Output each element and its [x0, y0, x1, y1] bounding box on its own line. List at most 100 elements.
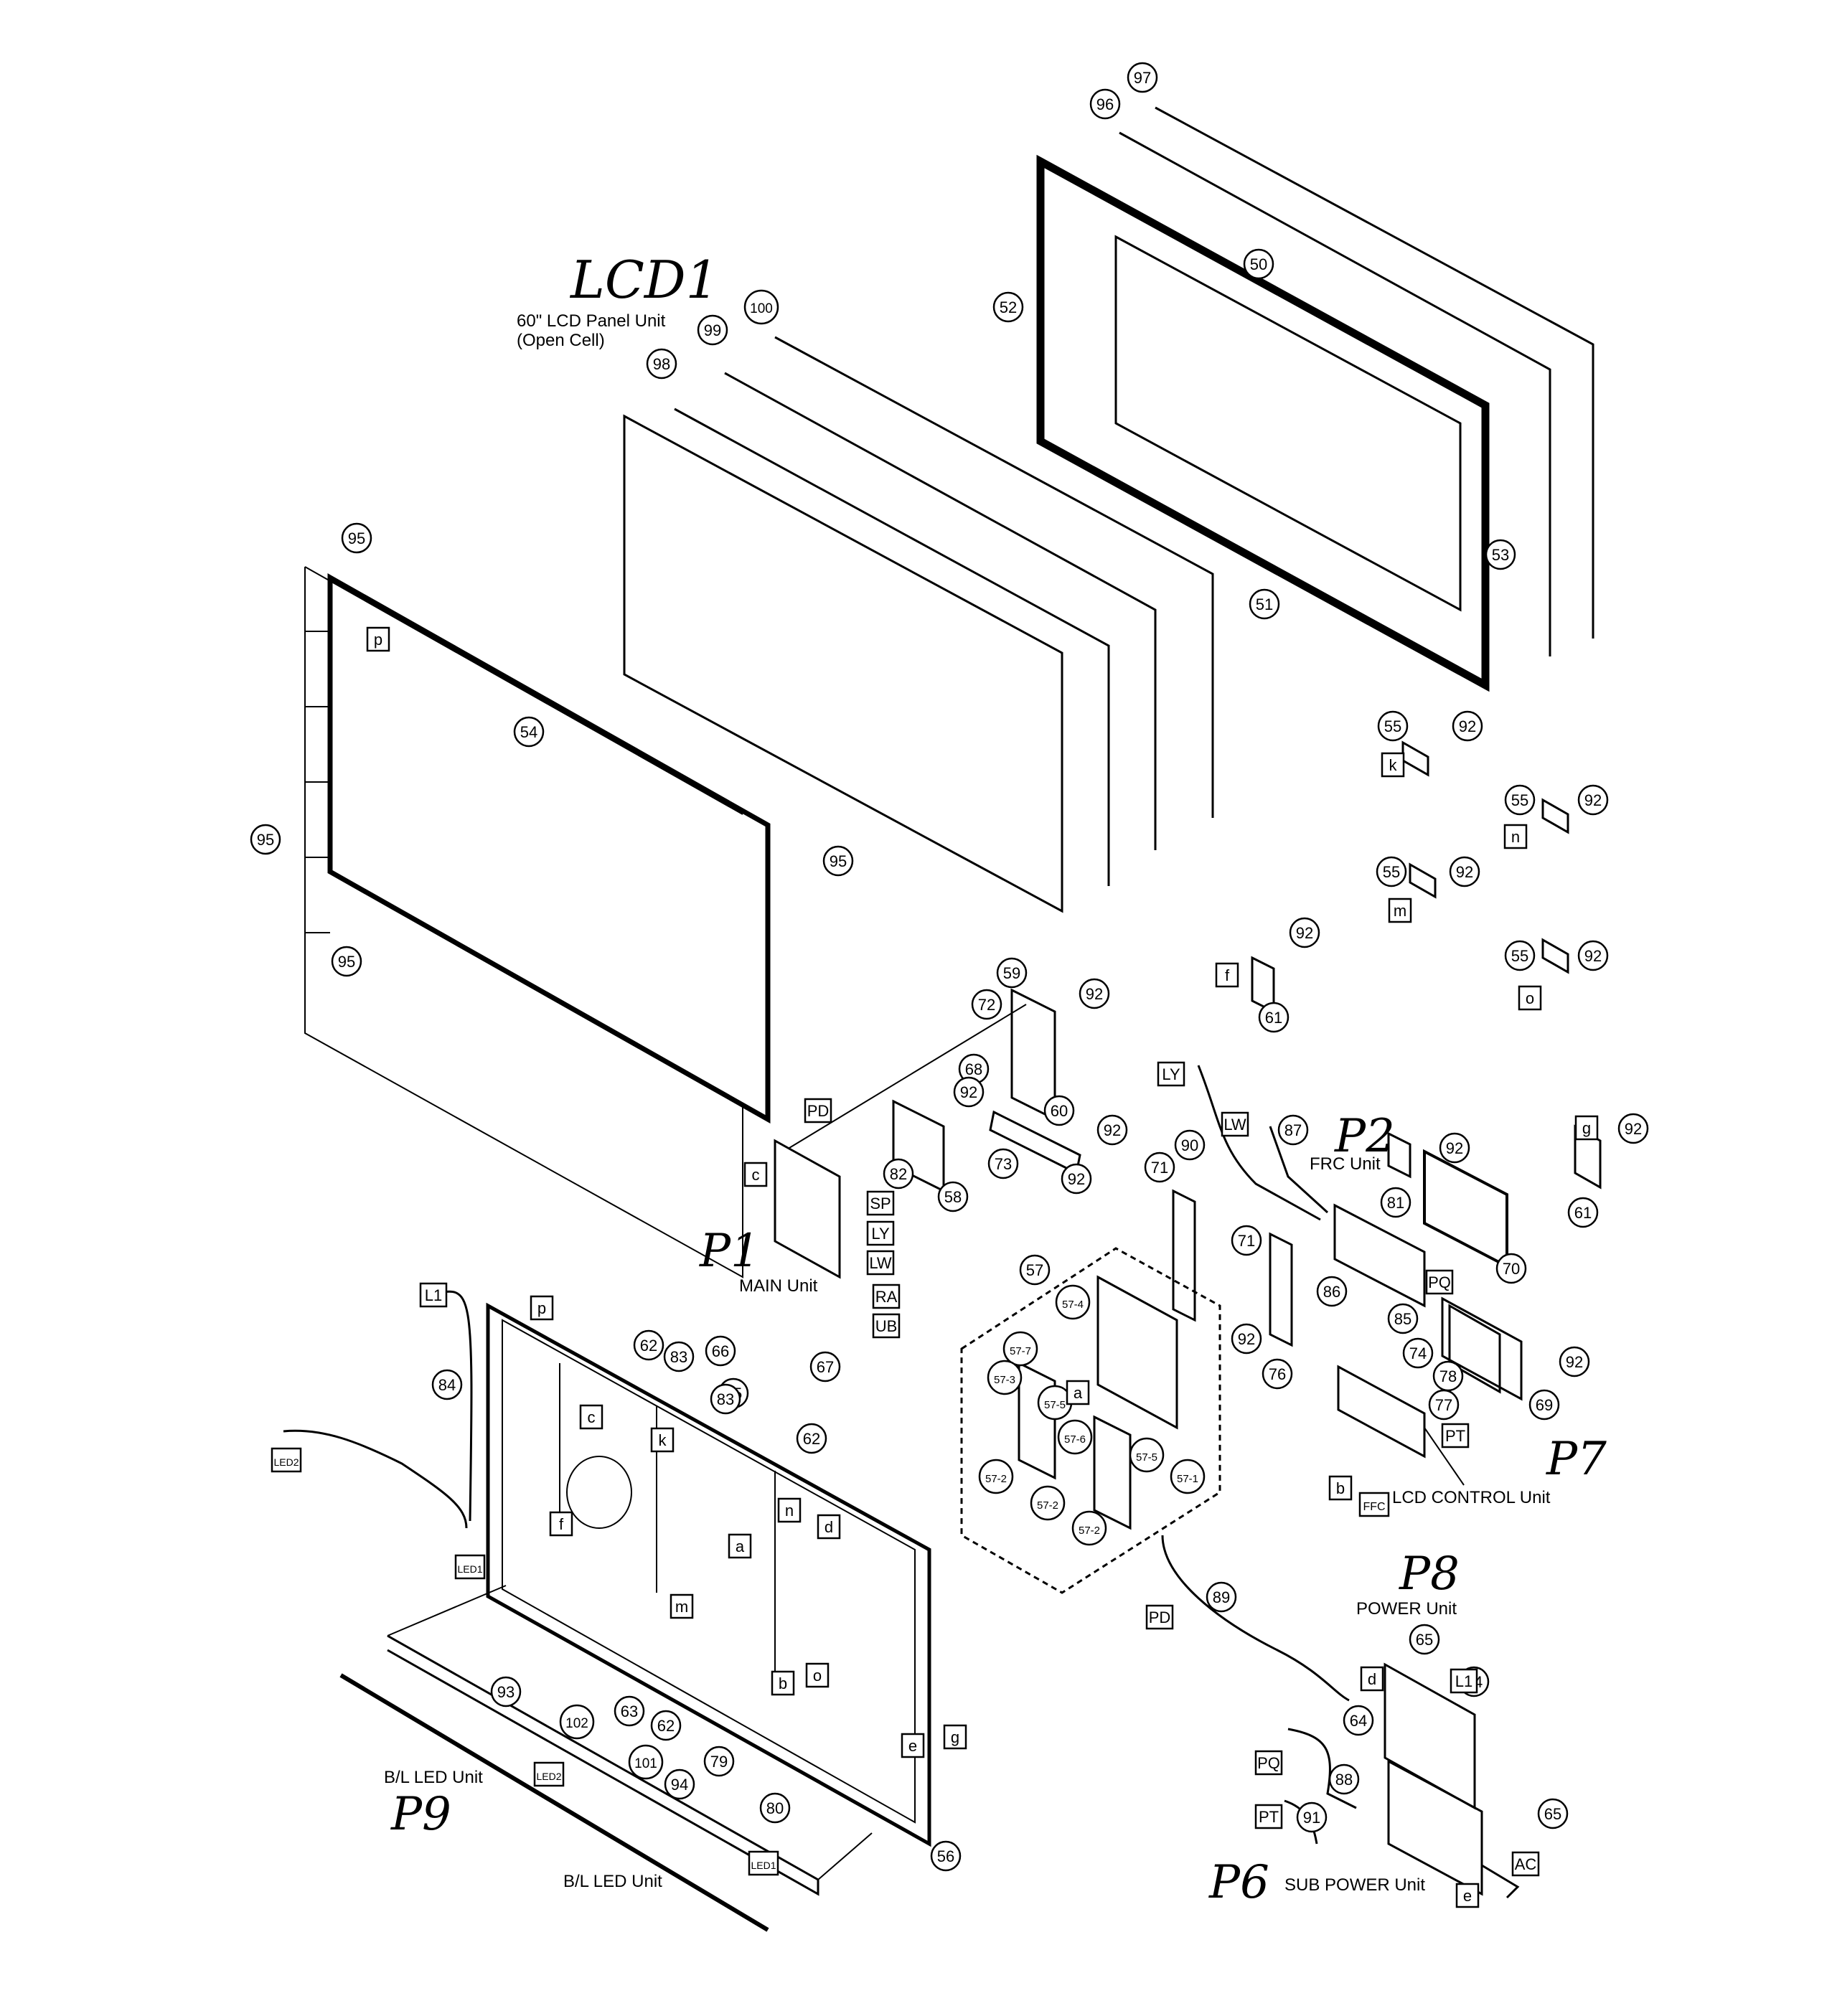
part-callout-63: 63 — [614, 1695, 645, 1727]
part-callout-86: 86 — [1316, 1276, 1348, 1307]
label-power-unit: POWER Unit — [1356, 1599, 1457, 1619]
connector-tag-text: LED1 — [751, 1860, 776, 1871]
part-number-text: 52 — [1000, 298, 1017, 316]
part-number-text: 78 — [1439, 1367, 1457, 1385]
part-callout-77: 77 — [1428, 1389, 1460, 1421]
connector-tag-text: a — [736, 1537, 745, 1555]
part-callout-95: 95 — [331, 946, 362, 977]
connector-tag-text: k — [1389, 756, 1398, 774]
part-callout-92: 92 — [1079, 978, 1110, 1009]
connector-tag-text: o — [813, 1667, 822, 1685]
part-number-text: 63 — [621, 1702, 638, 1720]
part-callout-71: 71 — [1231, 1225, 1262, 1256]
part-number-text: 54 — [520, 723, 537, 741]
connector-tag-text: b — [779, 1674, 787, 1692]
part-callout-61: 61 — [1567, 1197, 1599, 1228]
connector-tag-p: p — [366, 626, 390, 652]
connector-tag-text: LW — [1223, 1116, 1246, 1134]
part-callout-52: 52 — [992, 291, 1024, 323]
part-callout-80: 80 — [759, 1792, 791, 1824]
hand-p7: P7 — [1546, 1433, 1607, 1486]
part-number-text: 55 — [1511, 947, 1528, 965]
assembly-57-parts — [1018, 1275, 1178, 1530]
connector-tag-text: f — [559, 1515, 564, 1533]
connector-tag-text: LY — [1162, 1065, 1180, 1083]
part-number-text: 92 — [1625, 1120, 1642, 1138]
connector-tag-text: LED1 — [457, 1563, 482, 1575]
part-callout-92: 92 — [1449, 856, 1480, 887]
connector-tag-text: f — [1225, 966, 1230, 984]
connector-tag-text: m — [1394, 902, 1406, 920]
part-callout-98: 98 — [646, 348, 677, 380]
part-callout-59: 59 — [996, 957, 1028, 989]
hand-p6: P6 — [1208, 1856, 1269, 1909]
part-number-text: 51 — [1256, 595, 1273, 613]
part-number-text: 57-3 — [994, 1374, 1015, 1386]
connector-tag-text: PD — [807, 1102, 830, 1120]
part-number-text: 59 — [1003, 964, 1020, 982]
part-number-text: 92 — [1584, 791, 1602, 809]
part-number-text: 88 — [1335, 1771, 1353, 1789]
label-open-cell: (Open Cell) — [517, 331, 605, 350]
part-number-text: 102 — [565, 1716, 588, 1731]
part-callout-82: 82 — [883, 1158, 914, 1190]
part-number-text: 94 — [671, 1776, 688, 1794]
part-number-text: 97 — [1134, 69, 1151, 87]
connector-tag-pt: PT — [1254, 1804, 1283, 1829]
connector-tag-m: m — [670, 1593, 694, 1619]
connector-tag-ub: UB — [872, 1313, 901, 1339]
part-callout-70: 70 — [1495, 1253, 1527, 1284]
connector-tag-text: UB — [875, 1317, 898, 1335]
connector-tag-text: g — [951, 1728, 959, 1746]
connector-tag-n: n — [777, 1497, 802, 1523]
label-sub-power-unit: SUB POWER Unit — [1284, 1875, 1425, 1895]
part-number-text: 92 — [1104, 1121, 1121, 1139]
part-callout-92: 92 — [1559, 1346, 1590, 1377]
part-number-text: 66 — [712, 1342, 729, 1360]
part-callout-61: 61 — [1258, 1002, 1290, 1033]
front-bezel — [1036, 154, 1490, 692]
label-lcd-control-unit: LCD CONTROL Unit — [1392, 1488, 1551, 1507]
connector-tag-text: n — [1511, 828, 1520, 846]
connector-tag-text: L1 — [425, 1286, 442, 1304]
part-callout-69: 69 — [1528, 1389, 1560, 1421]
part-number-text: 83 — [717, 1390, 734, 1408]
part-number-text: 89 — [1213, 1588, 1230, 1606]
part-number-text: 86 — [1323, 1283, 1340, 1301]
part-callout-62: 62 — [650, 1710, 682, 1741]
part-callout-62: 62 — [633, 1329, 664, 1361]
lcd-control-board — [1337, 1296, 1523, 1486]
part-number-text: 65 — [1544, 1805, 1561, 1823]
part-callout-92: 92 — [953, 1076, 985, 1108]
connector-tag-f: f — [1215, 962, 1239, 988]
part-number-text: 57-5 — [1136, 1451, 1157, 1464]
connector-tag-l1: L1 — [419, 1282, 448, 1308]
part-callout-96: 96 — [1089, 88, 1121, 120]
part-number-text: 55 — [1383, 863, 1400, 881]
part-number-text: 92 — [1584, 947, 1602, 965]
part-callout-58: 58 — [937, 1181, 969, 1212]
part-callout-99: 99 — [697, 314, 728, 346]
sheet-96 — [1119, 131, 1551, 656]
part-callout-60: 60 — [1043, 1095, 1075, 1126]
part-number-text: 57-7 — [1010, 1345, 1031, 1357]
connector-tag-led2: LED2 — [271, 1447, 302, 1473]
part-number-text: 58 — [944, 1188, 962, 1206]
cables — [283, 1065, 1357, 1845]
connector-tag-o: o — [1518, 985, 1542, 1011]
sheet-97 — [1155, 106, 1594, 639]
part-callout-94: 94 — [664, 1768, 695, 1800]
part-number-text: 90 — [1181, 1136, 1198, 1154]
part-callout-97: 97 — [1127, 62, 1158, 93]
part-number-text: 93 — [497, 1683, 515, 1701]
connector-tag-b: b — [1328, 1475, 1353, 1501]
hand-lcd1: LCD1 — [569, 250, 718, 310]
part-number-text: 57-2 — [1037, 1499, 1058, 1512]
lcd-sheets — [623, 336, 1214, 913]
part-callout-65: 65 — [1409, 1624, 1440, 1655]
part-callout-57-4: 57-4 — [1055, 1284, 1091, 1320]
part-callout-92: 92 — [1577, 940, 1609, 971]
part-callout-74: 74 — [1402, 1337, 1434, 1369]
part-callout-92: 92 — [1617, 1113, 1649, 1144]
